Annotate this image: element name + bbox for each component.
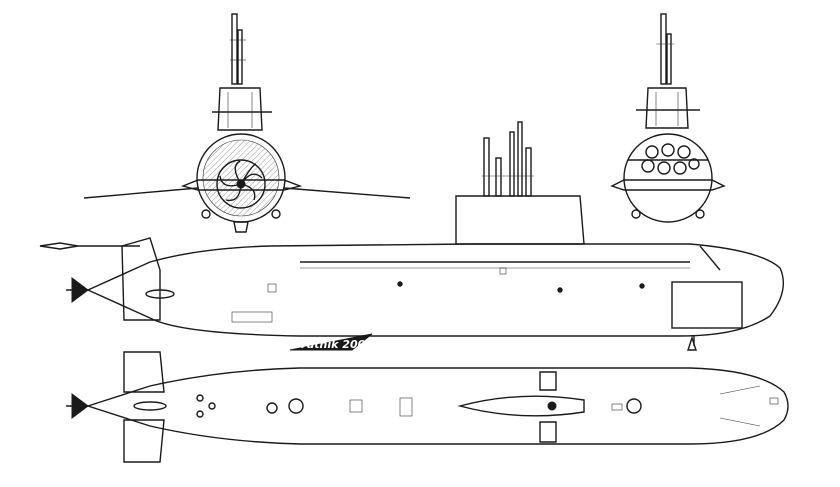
hull-side <box>86 243 784 337</box>
tower-top <box>457 395 585 417</box>
side-profile <box>39 121 784 351</box>
hatch <box>626 398 642 414</box>
signature-text: Grutnik 2005 <box>292 338 373 351</box>
bow-planes <box>610 179 726 191</box>
propeller <box>216 159 266 209</box>
torpedo-tubes <box>641 143 700 175</box>
signature: Grutnik 2005 <box>289 333 373 351</box>
hatch <box>266 402 278 414</box>
stern-planes <box>180 179 303 191</box>
top-view <box>66 351 789 463</box>
sail <box>217 87 263 131</box>
stern-view <box>83 13 411 233</box>
hatch <box>288 398 304 414</box>
hull-top <box>85 367 789 445</box>
stern-fin <box>121 237 161 321</box>
bow-view <box>610 13 726 223</box>
conning-tower <box>455 195 585 245</box>
mast <box>231 13 238 85</box>
